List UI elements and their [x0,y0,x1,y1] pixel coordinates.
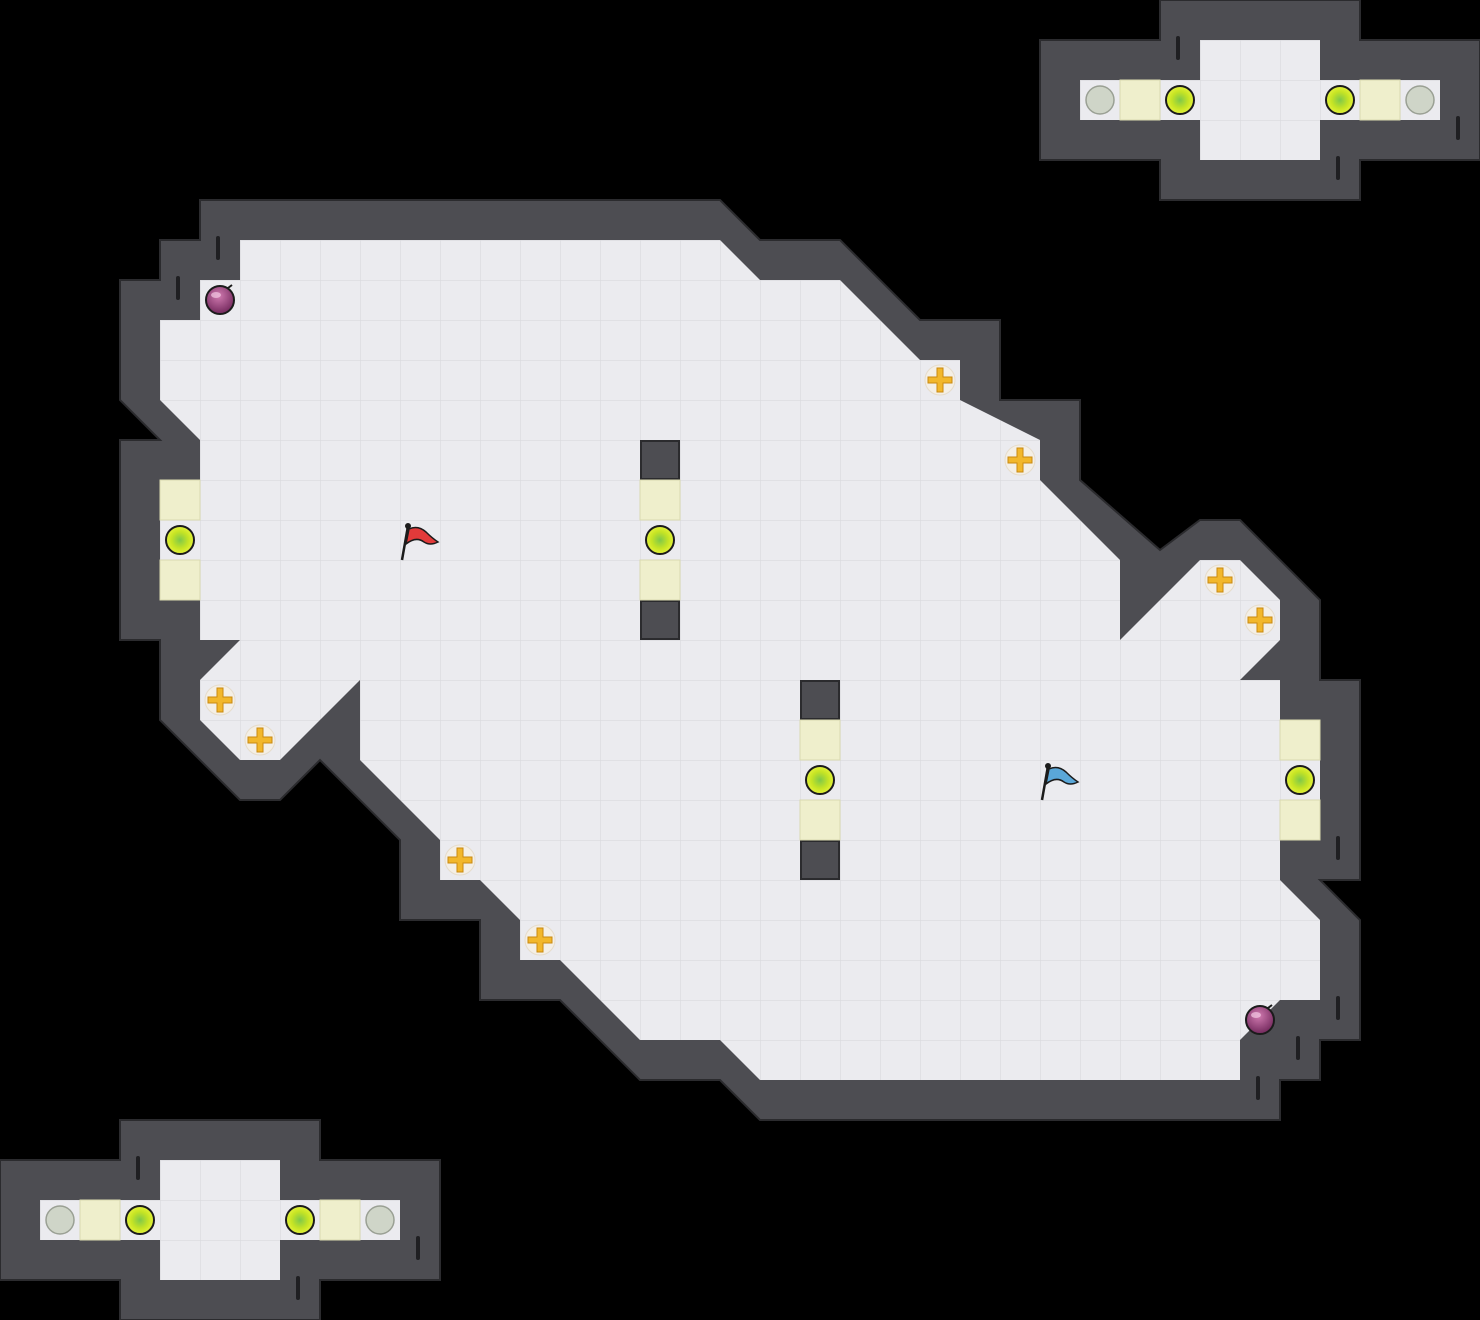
switch-orb[interactable] [645,525,675,555]
bottom-left-room-grooves [136,1156,420,1300]
speed-boost-icon[interactable] [924,364,956,396]
speed-boost-icon[interactable] [524,924,556,956]
pad-tile [1119,79,1161,121]
pillar [800,840,840,880]
speed-boost-icon[interactable] [1204,564,1236,596]
power-gems [205,284,1275,1035]
power-gem-icon[interactable] [205,284,235,315]
pillar [800,680,840,720]
pad-tile [799,719,841,761]
pad-tile [1359,79,1401,121]
red-flag-icon[interactable] [400,523,440,561]
speed-boost-icon[interactable] [244,724,276,756]
top-right-room [1039,0,1480,201]
pad-tile [1279,799,1321,841]
main-arena-wall-grooves [176,236,1340,1100]
power-gem-icon[interactable] [1245,1004,1275,1035]
switch-orb[interactable] [1325,85,1355,115]
pad-tile [639,479,681,521]
switch-orbs [125,85,1355,1235]
blue-flag-icon[interactable] [1040,763,1080,801]
pad-tile [319,1199,361,1241]
inactive-orb [45,1205,75,1235]
top-right-room-floor [1080,40,1440,160]
pad-tile [799,799,841,841]
pad-tile [1279,719,1321,761]
inactive-orb [365,1205,395,1235]
bottom-left-room [0,1119,441,1320]
switch-orb[interactable] [1285,765,1315,795]
pads [79,79,1401,1241]
switch-orb[interactable] [1165,85,1195,115]
main-arena-floor [160,240,1320,1080]
pad-tile [159,559,201,601]
pillars [640,440,840,880]
speed-boost-icon[interactable] [1004,444,1036,476]
speed-boost-icon[interactable] [1244,604,1276,636]
bottom-left-room-floor [40,1160,400,1280]
inactive-orbs [45,85,1435,1235]
switch-orb[interactable] [285,1205,315,1235]
inactive-orb [1405,85,1435,115]
pad-tile [79,1199,121,1241]
switch-orb[interactable] [125,1205,155,1235]
speed-boosts [204,364,1276,956]
switch-orb[interactable] [805,765,835,795]
main-arena [119,199,1361,1121]
top-right-room-grooves [1176,36,1460,180]
pillar [640,440,680,480]
speed-boost-icon[interactable] [204,684,236,716]
switch-orb[interactable] [165,525,195,555]
inactive-orb [1085,85,1115,115]
speed-boost-icon[interactable] [444,844,476,876]
pillar [640,600,680,640]
pad-tile [159,479,201,521]
pad-tile [639,559,681,601]
